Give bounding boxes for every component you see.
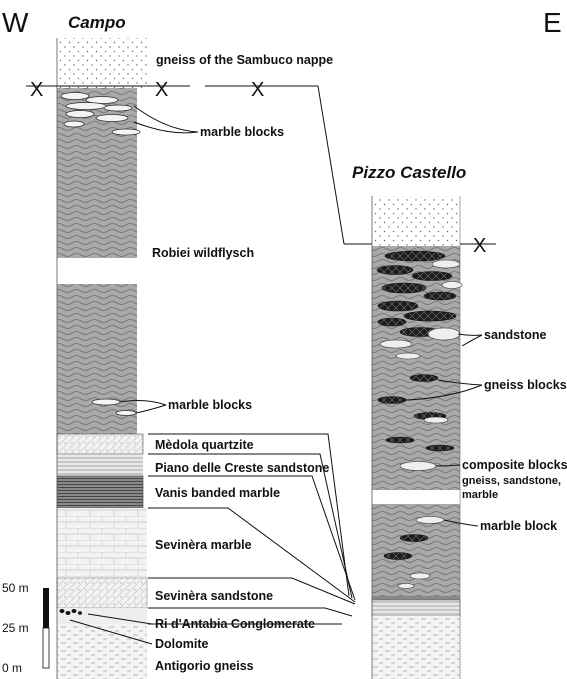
pizzo-sandstone-marble-blocks <box>379 259 463 589</box>
correlation-lines <box>148 433 356 625</box>
campo-sevinera-marble <box>57 508 147 578</box>
scale-label-0m: 0 m <box>2 661 22 675</box>
label-composite-blocks-line2: gneiss, sandstone, <box>462 475 561 487</box>
pizzo-sambuco-gneiss <box>372 196 460 246</box>
label-composite-blocks-line3: marble <box>462 489 498 501</box>
label-piano-creste-sandstone: Piano delle Creste sandstone <box>155 461 329 475</box>
label-sambuco-gneiss: gneiss of the Sambuco nappe <box>156 53 333 67</box>
thrust-marker-2: X <box>155 79 168 101</box>
thrust-marker-1: X <box>30 79 43 101</box>
scale-label-25m: 25 m <box>2 621 29 635</box>
scale-label-50m: 50 m <box>2 581 29 595</box>
east-label: E <box>543 7 562 38</box>
thrust-marker-3: X <box>251 79 264 101</box>
label-marble-blocks-upper: marble blocks <box>200 125 284 139</box>
campo-antigorio-gneiss <box>57 624 147 679</box>
campo-piano-creste-sandstone <box>57 454 143 476</box>
label-sandstone: sandstone <box>484 328 547 342</box>
label-vanis-banded-marble: Vanis banded marble <box>155 486 280 500</box>
campo-wildflysch-lower <box>57 284 137 434</box>
label-sevinera-marble: Sevinèra marble <box>155 538 252 552</box>
pizzo-basal-sandstone <box>371 599 461 617</box>
pizzo-column-gap <box>372 490 460 504</box>
campo-title: Campo <box>68 13 126 32</box>
label-dolomite: Dolomite <box>155 637 209 651</box>
label-marble-block: marble block <box>480 519 557 533</box>
campo-sevinera-sandstone <box>56 577 148 609</box>
campo-column-gap <box>57 258 137 284</box>
label-composite-blocks: composite blocks: <box>462 458 567 472</box>
west-label: W <box>2 7 29 38</box>
label-marble-blocks-lower: marble blocks <box>168 398 252 412</box>
campo-medola-quartzite <box>56 433 144 455</box>
campo-marble-blocks-lower <box>91 398 137 416</box>
label-medola-quartzite: Mèdola quartzite <box>155 438 254 452</box>
pizzo-wildflysch-lower <box>372 504 460 596</box>
label-antigorio-gneiss: Antigorio gneiss <box>155 659 254 673</box>
campo-vanis-banded-marble <box>56 475 144 509</box>
pizzo-title: Pizzo Castello <box>352 163 466 182</box>
campo-sambuco-gneiss <box>57 38 147 88</box>
scale-bar: 50 m 25 m 0 m <box>2 581 50 675</box>
label-gneiss-blocks: gneiss blocks <box>484 378 567 392</box>
pizzo-antigorio-gneiss <box>372 616 460 679</box>
thrust-marker-4: X <box>473 235 486 257</box>
campo-marble-blocks-upper <box>60 92 141 136</box>
label-robiei-wildflysch: Robiei wildflysch <box>152 246 254 260</box>
label-sevinera-sandstone: Sevinèra sandstone <box>155 589 273 603</box>
